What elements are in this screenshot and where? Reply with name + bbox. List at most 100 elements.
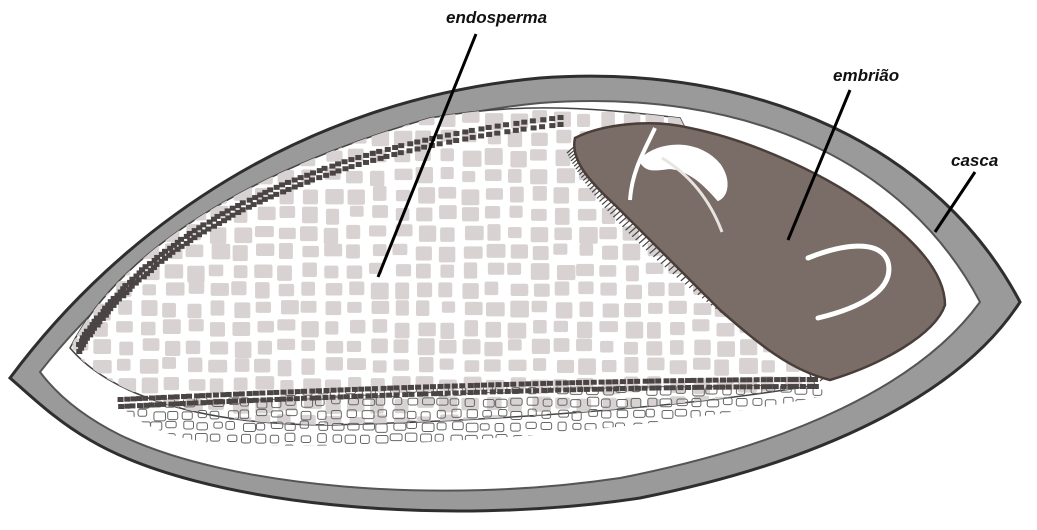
- endosperm-cell: [440, 148, 454, 161]
- aleurone-cell: [532, 381, 538, 386]
- aleurone-cell: [459, 383, 465, 388]
- endosperm-cell: [97, 150, 115, 165]
- aleurone-cell: [294, 396, 300, 401]
- aleurone-cell: [558, 115, 564, 120]
- aleurone-cell: [230, 213, 236, 218]
- endosperm-cell: [141, 300, 157, 316]
- endosperm-cell: [347, 358, 366, 370]
- endosperm-cell: [464, 320, 478, 336]
- aleurone-cell: [521, 127, 527, 132]
- endosperm-cell: [762, 360, 775, 372]
- aleurone-cell: [655, 385, 661, 390]
- endosperm-cell: [485, 169, 502, 181]
- aleurone-cell: [323, 173, 329, 178]
- endosperm-cell: [554, 321, 568, 332]
- endosperm-cell: [440, 323, 454, 339]
- aleurone-cell: [530, 118, 536, 123]
- aleurone-cell: [355, 155, 361, 160]
- endosperm-cell: [533, 186, 547, 201]
- aleurone-cell: [186, 394, 192, 399]
- aleurone-cell: [192, 400, 198, 405]
- endosperm-cell: [510, 187, 524, 203]
- aleurone-cell: [330, 171, 336, 176]
- aleurone-cell: [555, 388, 561, 393]
- aleurone-cell: [774, 377, 780, 382]
- aleurone-cell: [310, 396, 316, 401]
- aleurone-cell: [211, 224, 217, 229]
- aleurone-cell: [481, 383, 487, 388]
- endosperm-cell: [419, 357, 434, 372]
- aleurone-cell: [788, 377, 794, 382]
- aleurone-cell: [268, 194, 274, 199]
- endosperm-cell: [646, 263, 664, 274]
- endosperm-cell: [533, 320, 547, 333]
- aleurone-cell: [206, 393, 212, 398]
- aleurone-cell: [262, 197, 268, 202]
- endosperm-cell: [624, 303, 641, 317]
- endosperm-cell: [694, 303, 712, 315]
- aleurone-cell: [273, 192, 279, 197]
- endosperm-cell: [302, 246, 319, 257]
- aleurone-cell: [233, 392, 239, 397]
- endosperm-cell: [277, 319, 295, 330]
- endosperm-cell: [693, 358, 711, 370]
- aleurone-cell: [445, 133, 451, 138]
- aleurone-cell: [431, 391, 437, 396]
- endosperm-cell: [507, 263, 521, 275]
- aleurone-cell: [292, 178, 298, 183]
- endosperm-cell: [648, 282, 665, 296]
- endosperm-cell: [487, 244, 506, 258]
- endosperm-cell: [93, 339, 111, 354]
- aleurone-cell: [780, 377, 786, 382]
- aleurone-cell: [169, 250, 175, 255]
- endosperm-cell: [416, 207, 432, 221]
- endosperm-cell: [438, 187, 456, 199]
- aleurone-cell: [398, 143, 404, 148]
- aleurone-cell: [569, 380, 575, 385]
- endosperm-cell: [255, 376, 274, 390]
- aleurone-cell: [385, 147, 391, 152]
- aleurone-cell: [213, 400, 219, 405]
- aleurone-cell: [512, 389, 518, 394]
- aleurone-cell: [598, 387, 604, 392]
- aleurone-cell: [387, 386, 393, 391]
- aleurone-cell: [348, 157, 354, 162]
- endosperm-cell: [231, 281, 246, 295]
- aleurone-cell: [401, 385, 407, 390]
- endosperm-cell: [577, 322, 592, 339]
- endosperm-cell: [210, 131, 226, 147]
- aleurone-cell: [253, 391, 259, 396]
- aleurone-cell: [351, 394, 357, 399]
- aleurone-cell: [363, 160, 369, 165]
- endosperm-cell: [647, 357, 664, 370]
- endosperm-cell: [324, 266, 338, 279]
- endosperm-cell: [509, 360, 527, 371]
- aleurone-cell: [220, 392, 226, 397]
- endosperm-cell: [117, 187, 132, 201]
- endosperm-cell: [740, 339, 757, 355]
- endosperm-cell: [326, 301, 342, 315]
- aleurone-cell: [230, 206, 236, 211]
- aleurone-cell: [606, 379, 612, 384]
- endosperm-cell: [73, 170, 87, 185]
- aleurone-cell: [280, 189, 286, 194]
- endosperm-cell: [462, 171, 475, 182]
- aleurone-cell: [136, 277, 142, 282]
- aleurone-cell: [563, 387, 569, 392]
- endosperm-cell: [626, 322, 644, 339]
- endosperm-cell: [600, 283, 616, 296]
- endosperm-cell: [279, 284, 294, 296]
- endosperm-cell: [462, 283, 478, 299]
- shell-label: casca: [951, 151, 998, 171]
- aleurone-cell: [118, 397, 124, 402]
- endosperm-cell: [162, 303, 176, 318]
- endosperm-cell: [234, 228, 252, 244]
- aleurone-cell: [807, 377, 813, 382]
- aleurone-cell: [691, 378, 697, 383]
- aleurone-cell: [698, 378, 704, 383]
- aleurone-cell: [136, 396, 142, 401]
- endosperm-cell: [255, 226, 274, 237]
- aleurone-cell: [468, 383, 474, 388]
- endosperm-cell: [301, 282, 315, 296]
- aleurone-cell: [793, 384, 799, 389]
